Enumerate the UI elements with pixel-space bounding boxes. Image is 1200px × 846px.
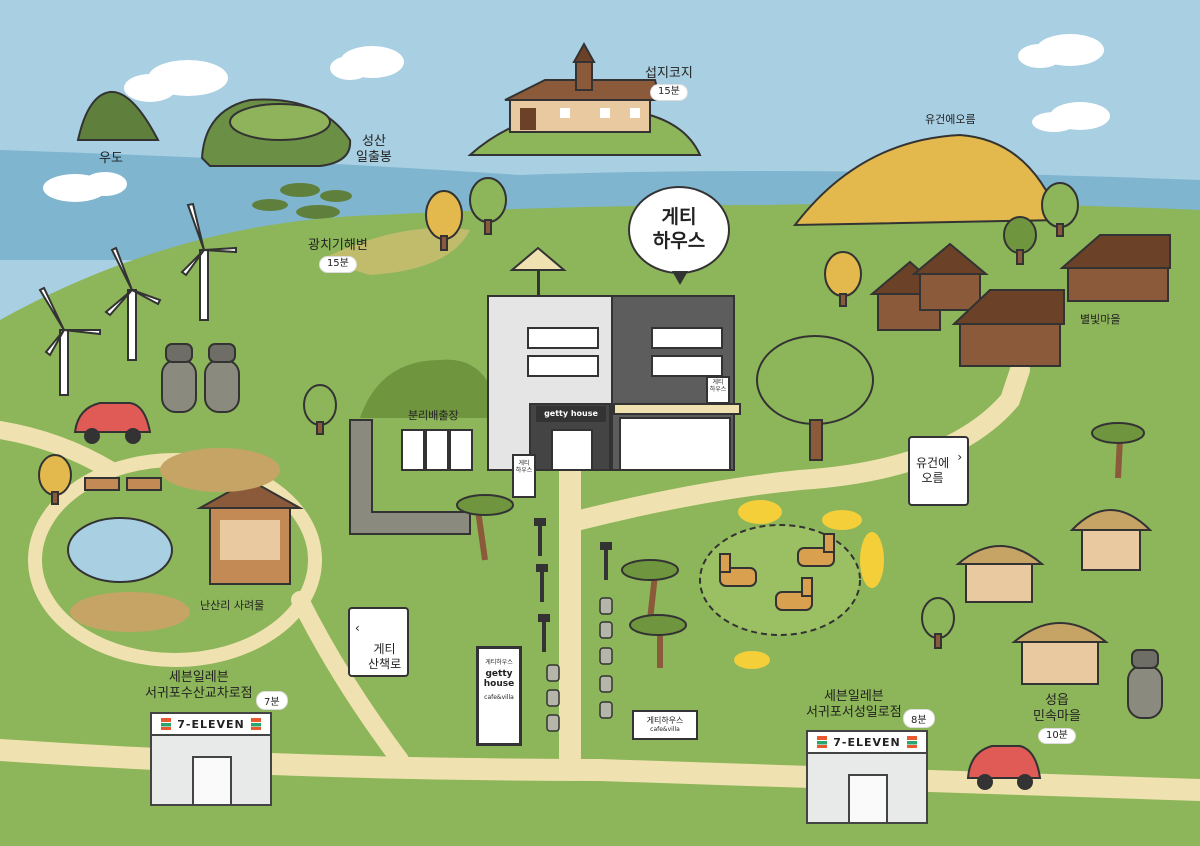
low-sign-sub: cafe&villa bbox=[650, 726, 680, 733]
label-store-east: 세븐일레븐 서귀포서성일로점 bbox=[806, 689, 902, 722]
store-east-building: 7-ELEVEN bbox=[806, 730, 928, 824]
hedge bbox=[360, 359, 500, 418]
windmills bbox=[38, 202, 237, 396]
label-udo: 우도 bbox=[99, 151, 123, 166]
sign-getty-trail[interactable]: ‹ 게티 산책로 bbox=[348, 607, 410, 677]
villa-houses bbox=[869, 234, 1171, 367]
store-east-door bbox=[848, 774, 888, 822]
small-standing-board: 게티 하우스 bbox=[512, 454, 536, 498]
store-west-name: 세븐일레븐 서귀포수산교차로점 bbox=[145, 670, 253, 702]
bubble-line-2: 하우스 bbox=[652, 230, 706, 252]
recycle-bins bbox=[401, 429, 473, 471]
post-sign-small: 게티하우스 bbox=[485, 659, 513, 666]
stepping-stones bbox=[546, 597, 613, 732]
thatched-houses bbox=[955, 509, 1153, 685]
beach bbox=[320, 228, 470, 275]
pond bbox=[67, 517, 173, 583]
dolharubang-statues bbox=[161, 343, 1163, 719]
seongeup-time: 10분 bbox=[1037, 727, 1076, 744]
label-seongeup: 성읍 민속마을 10분 bbox=[1033, 693, 1081, 744]
label-gwangchigi: 광치기해변 15분 bbox=[308, 238, 368, 273]
lamps bbox=[534, 518, 612, 652]
getty-house-low-sign: 게티하우스 cafe&villa bbox=[632, 710, 698, 740]
gwangchigi-name: 광치기해변 bbox=[308, 238, 368, 253]
label-seopjikoji: 섭지코지 15분 bbox=[645, 66, 693, 101]
pavilion bbox=[196, 478, 304, 585]
label-recycle: 분리배출장 bbox=[408, 409, 459, 422]
store-east-brand: 7-ELEVEN bbox=[808, 732, 926, 754]
chevron-left-icon: ‹ bbox=[355, 621, 360, 635]
window-board: 게티 하우스 bbox=[706, 376, 730, 404]
benches bbox=[84, 477, 162, 491]
oreum-hill bbox=[792, 133, 1062, 227]
udo-island bbox=[76, 90, 160, 141]
label-seongsan: 성산 일출봉 bbox=[356, 134, 392, 166]
gwangchigi-time: 15분 bbox=[318, 256, 357, 273]
clouds bbox=[43, 34, 1110, 202]
palm-trees bbox=[456, 422, 1145, 668]
sea-rocks bbox=[252, 183, 352, 219]
reed-grass bbox=[70, 448, 280, 632]
label-nansanri: 난산리 사려물 bbox=[200, 599, 265, 612]
sign-yugeone-oreum[interactable]: 유건에 오름 › bbox=[908, 436, 970, 506]
seongsan-crater bbox=[229, 103, 331, 141]
label-yugeone: 유건에오름 bbox=[925, 113, 976, 126]
store-west-door bbox=[192, 756, 232, 804]
store-east-time: 8분 bbox=[903, 709, 935, 728]
horses bbox=[719, 533, 835, 611]
post-sign-name: getty house bbox=[483, 669, 515, 689]
red-cars bbox=[73, 402, 1042, 790]
getty-house-bubble: 게티 하우스 bbox=[628, 186, 730, 285]
yellow-flowers bbox=[734, 500, 884, 669]
seopjikoji-time: 15분 bbox=[649, 84, 688, 101]
store-west-time: 7분 bbox=[256, 691, 288, 710]
seopjikoji-name: 섭지코지 bbox=[645, 66, 693, 81]
getty-house-post-sign: 게티하우스 getty house cafe&villa bbox=[476, 646, 522, 746]
sign-yugeone-text: 유건에 오름 bbox=[916, 456, 950, 485]
seongeup-name: 성읍 민속마을 bbox=[1033, 693, 1081, 725]
seopjikoji-chapel bbox=[504, 41, 662, 133]
store-east-name: 세븐일레븐 서귀포서성일로점 bbox=[806, 689, 902, 721]
store-west-building: 7-ELEVEN bbox=[150, 712, 272, 806]
store-west-brand: 7-ELEVEN bbox=[152, 714, 270, 736]
bubble-line-1: 게티 bbox=[661, 206, 697, 229]
chevron-right-icon: › bbox=[957, 450, 963, 464]
label-store-west: 세븐일레븐 서귀포수산교차로점 bbox=[145, 670, 253, 703]
label-byeolbit: 별빛마을 bbox=[1080, 313, 1121, 326]
post-sign-sub: cafe&villa bbox=[484, 693, 514, 701]
sign-trail-text: 게티 산책로 bbox=[368, 642, 402, 671]
trees bbox=[38, 177, 1079, 649]
low-sign-main: 게티하우스 bbox=[646, 716, 684, 725]
building-name-sign: getty house bbox=[536, 406, 606, 422]
